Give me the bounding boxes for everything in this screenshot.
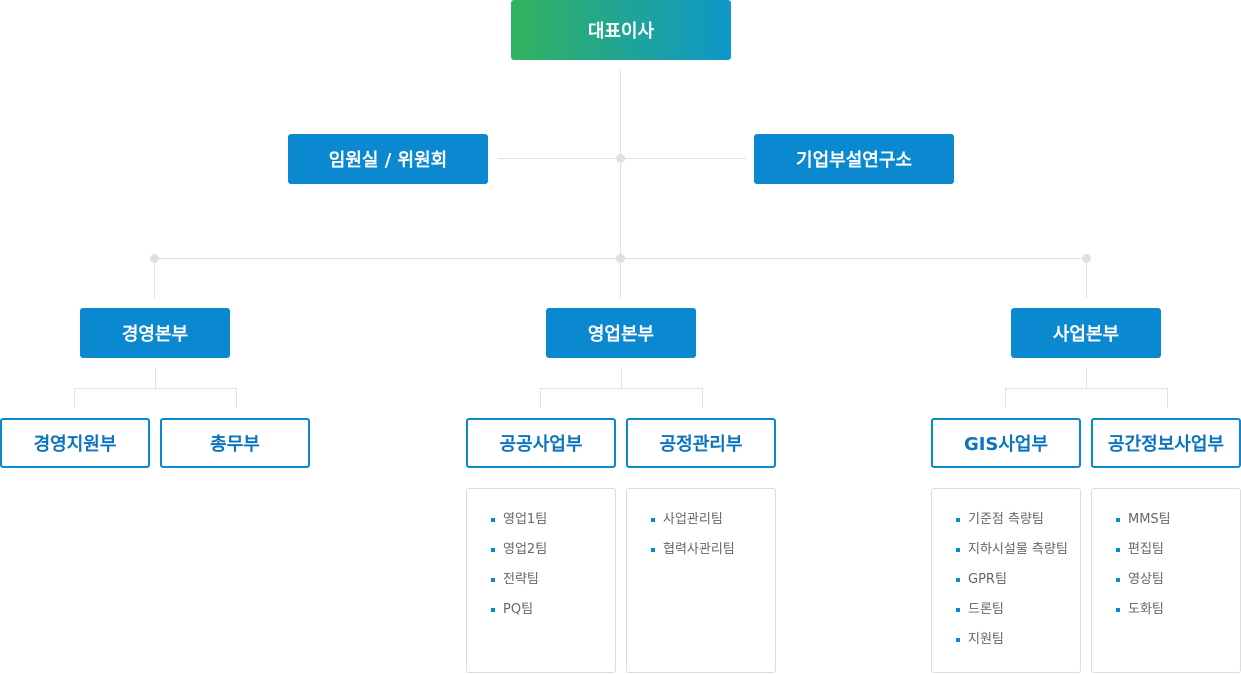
connector-div2-left [540,388,541,408]
dept-process-management-box: 공정관리부 [626,418,776,468]
team-item: MMS팀 [1116,512,1171,542]
team-item: 편집팀 [1116,542,1171,572]
team-item: 지하시설물 측량팀 [956,542,1068,572]
division-business-box: 사업본부 [1011,308,1161,358]
team-item: GPR팀 [956,572,1068,602]
connector-div3-left [1005,388,1006,408]
dept-gis-business-box: GIS사업부 [931,418,1081,468]
team-list-gis-business: 기준점 측량팀 지하시설물 측량팀 GPR팀 드론팀 지원팀 [931,488,1081,673]
executive-office-box: 임원실 / 위원회 [288,134,488,184]
connector-division-3-down [1086,263,1087,298]
team-item: 지원팀 [956,632,1068,662]
team-item: 사업관리팀 [651,512,735,542]
dept-public-business-box: 공공사업부 [466,418,616,468]
team-item: 영상팀 [1116,572,1171,602]
team-item: 협력사관리팀 [651,542,735,572]
connector-node-division-3 [1082,254,1091,263]
connector-div2-right [702,388,703,408]
connector-div1-stem [155,368,156,388]
connector-div3-right [1167,388,1168,408]
team-item: PQ팀 [491,602,547,632]
connector-div3-stem [1086,368,1087,388]
dept-management-support-box: 경영지원부 [0,418,150,468]
research-institute-box: 기업부설연구소 [754,134,954,184]
connector-node-staff [616,154,625,163]
connector-div2-stem [621,368,622,388]
team-list-public-business: 영업1팀 영업2팀 전략팀 PQ팀 [466,488,616,673]
team-item: 기준점 측량팀 [956,512,1068,542]
team-list-spatial-info: MMS팀 편집팀 영상팀 도화팀 [1091,488,1241,673]
connector-div1-left [74,388,75,408]
dept-spatial-info-box: 공간정보사업부 [1091,418,1241,468]
team-item: 도화팀 [1116,602,1171,632]
connector-division-1-down [154,263,155,298]
team-item: 영업1팀 [491,512,547,542]
team-list-process-management: 사업관리팀 협력사관리팀 [626,488,776,673]
division-sales-box: 영업본부 [546,308,696,358]
connector-node-division-1 [150,254,159,263]
team-item: 드론팀 [956,602,1068,632]
connector-node-division-2 [616,254,625,263]
connector-div1-bar [74,388,237,389]
dept-general-affairs-box: 총무부 [160,418,310,468]
connector-div3-bar [1005,388,1168,389]
ceo-box: 대표이사 [511,0,731,60]
division-management-box: 경영본부 [80,308,230,358]
connector-ceo-vertical [620,70,621,298]
connector-div1-right [236,388,237,408]
team-item: 영업2팀 [491,542,547,572]
connector-div2-bar [540,388,703,389]
team-item: 전략팀 [491,572,547,602]
